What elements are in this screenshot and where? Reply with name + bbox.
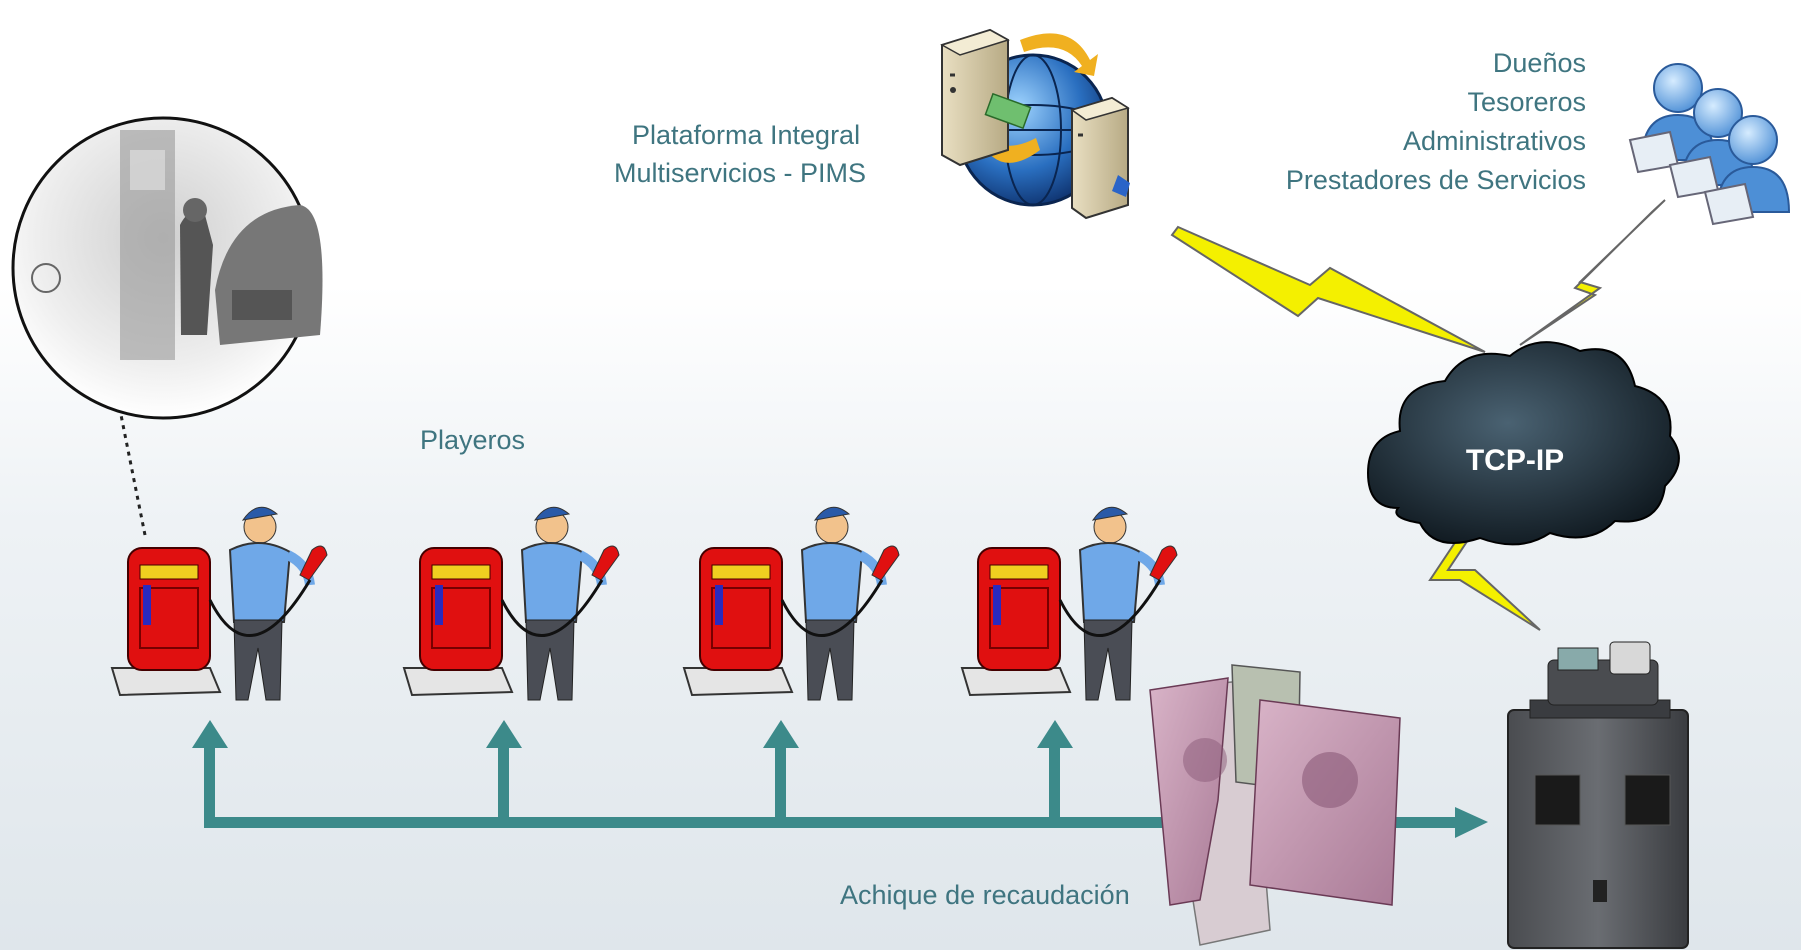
attendant-icon [208, 506, 328, 701]
lightning-icon [1519, 199, 1666, 346]
attendant-station [110, 506, 328, 701]
user-role-owners: Dueños [1492, 48, 1586, 78]
fuel-pump-icon [682, 547, 794, 697]
lightning-icon [1170, 225, 1486, 353]
platform-label: Plataforma Integral Multiservicios - PIM… [614, 118, 866, 190]
attendant-station [402, 506, 620, 701]
achique-label: Achique de recaudación [840, 880, 1130, 910]
attendant-icon [1058, 506, 1178, 701]
attendant-icon [500, 506, 620, 701]
network-label: TCP-IP [1466, 444, 1564, 477]
user-role-admin: Administrativos [1402, 126, 1586, 156]
fuel-pump-icon [402, 547, 514, 697]
users-label-list: Dueños Tesoreros Administrativos Prestad… [1286, 44, 1586, 200]
safe-icon [1507, 641, 1689, 949]
user-role-providers: Prestadores de Servicios [1285, 165, 1586, 195]
server-globe-icon [940, 28, 1130, 220]
playeros-label: Playeros [420, 425, 526, 455]
fuel-pump-icon [110, 547, 222, 697]
cloud-icon: TCP-IP [1366, 341, 1680, 546]
banknotes-icon [1149, 664, 1401, 946]
users-group-icon [1628, 63, 1791, 226]
fuel-pump-icon [960, 547, 1072, 697]
collection-bus-arrows [192, 720, 1488, 838]
user-role-treasurers: Tesoreros [1467, 87, 1586, 117]
attendant-station [682, 506, 900, 701]
attendant-station [960, 506, 1178, 701]
attendant-icon [780, 506, 900, 701]
photo-circle-icon [11, 116, 323, 536]
platform-label-line2: Multiservicios - PIMS [614, 158, 867, 188]
platform-label-line1: Plataforma Integral [631, 120, 861, 150]
